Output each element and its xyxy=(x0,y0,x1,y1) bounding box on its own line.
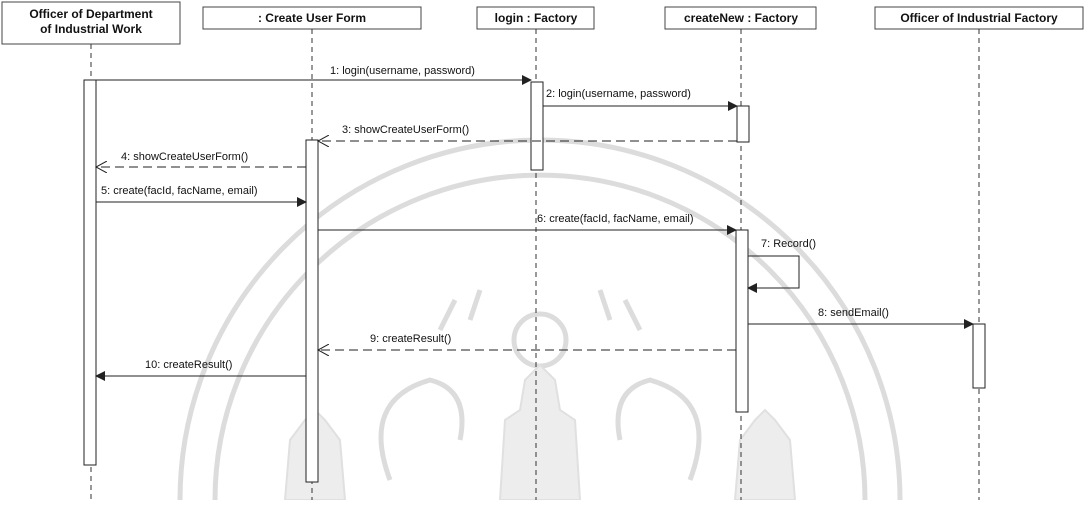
message-5-label: 5: create(facId, facName, email) xyxy=(101,185,258,197)
activation-createnew-factory-1 xyxy=(737,106,749,142)
participant-create-user-form: : Create User Form xyxy=(203,7,421,29)
participant-create-user-form-title-line-1: : Create User Form xyxy=(258,11,366,25)
participant-login-factory-title-line-1: login : Factory xyxy=(495,11,578,25)
message-1-label: 1: login(username, password) xyxy=(330,65,475,77)
participant-createnew-factory: createNew : Factory xyxy=(665,7,816,29)
message-8-label: 8: sendEmail() xyxy=(818,307,889,319)
participant-officer-industrial: Officer of Industrial Factory xyxy=(875,7,1083,29)
activation-login-factory xyxy=(531,82,543,170)
activation-officer-dept xyxy=(84,80,96,465)
message-10-label: 10: createResult() xyxy=(145,359,232,371)
participant-officer-industrial-title-line-1: Officer of Industrial Factory xyxy=(900,11,1058,25)
participant-createnew-factory-title-line-1: createNew : Factory xyxy=(684,11,798,25)
message-labels: 1: login(username, password) 2: login(us… xyxy=(101,65,889,371)
watermark-seal xyxy=(180,140,900,500)
activation-officer-industrial xyxy=(973,324,985,388)
message-7-label: 7: Record() xyxy=(761,238,816,250)
message-6-label: 6: create(facId, facName, email) xyxy=(537,213,694,225)
activation-createnew-factory-2 xyxy=(736,230,748,412)
message-2-label: 2: login(username, password) xyxy=(546,88,691,100)
activation-create-user-form xyxy=(306,140,318,482)
message-9-label: 9: createResult() xyxy=(370,333,451,345)
participant-login-factory: login : Factory xyxy=(477,7,594,29)
message-3-label: 3: showCreateUserForm() xyxy=(342,124,469,136)
participant-officer-dept-title-line-1: Officer of Department xyxy=(29,7,152,21)
participant-officer-dept-title-line-2: of Industrial Work xyxy=(40,22,142,36)
message-4-label: 4: showCreateUserForm() xyxy=(121,151,248,163)
